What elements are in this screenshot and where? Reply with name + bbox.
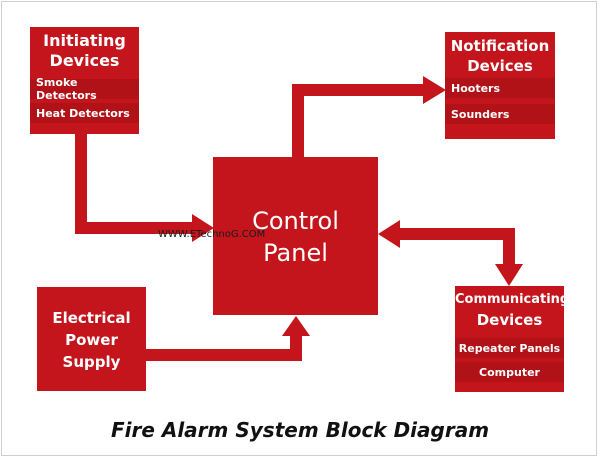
diagram-caption: Fire Alarm System Block Diagram [110, 418, 490, 442]
arrow-initiating-to-control [75, 134, 196, 234]
communicating-item-computer: Computer [455, 362, 564, 382]
control-panel-title: Control Panel [213, 205, 378, 269]
control-title-line2: Panel [263, 239, 328, 267]
arrowhead-power [282, 316, 310, 336]
arrowhead-communicating [495, 264, 523, 286]
notification-devices-block: Notification Devices Hooters Sounders [445, 32, 555, 139]
notification-item-sounders: Sounders [445, 104, 555, 124]
arrow-control-to-notification [292, 84, 425, 157]
initiating-item-smoke-detectors: Smoke Detectors [30, 76, 139, 102]
communicating-title: Communicating Devices [455, 290, 570, 330]
power-title-line1: Electrical [52, 309, 131, 327]
communicating-item-repeater-panels: Repeater Panels [455, 338, 564, 358]
initiating-title-line2: Devices [49, 51, 120, 70]
arrowhead-control-side [378, 220, 400, 248]
arrowhead-notification [423, 76, 446, 104]
notification-title-line2: Devices [467, 57, 533, 75]
arrowhead-initiating [192, 214, 214, 242]
initiating-devices-block: Initiating Devices Smoke Detectors Heat … [30, 27, 139, 134]
power-title: Electrical Power Supply [37, 307, 146, 373]
communicating-title-line1: Communicating [455, 292, 570, 307]
initiating-title-line1: Initiating [43, 31, 126, 50]
power-title-line2: Power [65, 331, 118, 349]
electrical-power-supply-block: Electrical Power Supply [37, 287, 146, 391]
arrow-control-communicating [398, 228, 515, 266]
power-title-line3: Supply [62, 353, 121, 371]
arrow-power-to-control [146, 335, 302, 361]
watermark-text: WWW.ETechnoG.COM [158, 229, 266, 240]
initiating-title: Initiating Devices [30, 31, 139, 71]
communicating-devices-block: Communicating Devices Repeater Panels Co… [455, 286, 570, 392]
initiating-item-heat-detectors: Heat Detectors [30, 103, 139, 123]
notification-item-hooters: Hooters [445, 78, 555, 98]
notification-title: Notification Devices [445, 36, 555, 76]
notification-title-line1: Notification [450, 37, 550, 55]
communicating-title-line2: Devices [476, 311, 543, 329]
control-title-line1: Control [252, 207, 339, 235]
control-panel-block: Control Panel [213, 157, 378, 315]
